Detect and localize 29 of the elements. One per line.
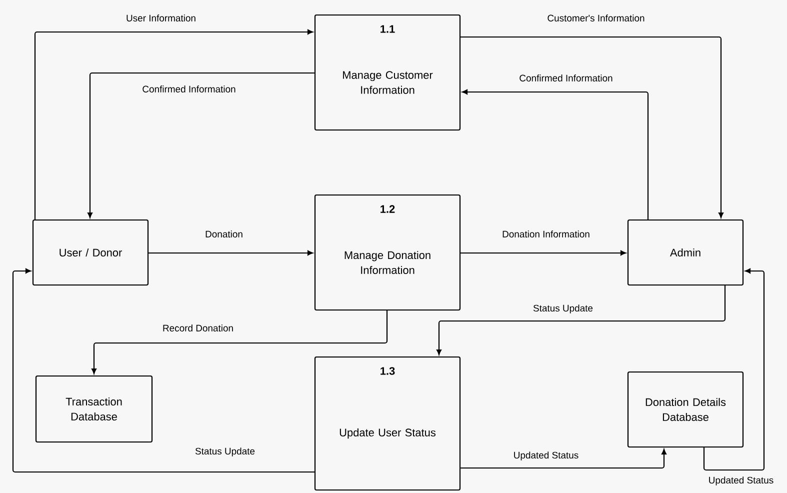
- edge-label: Donation Information: [501, 230, 591, 238]
- arrow: [703, 268, 765, 471]
- arrow: [460, 448, 667, 469]
- edge-label: User Information: [125, 14, 197, 22]
- entity-box: Admin: [627, 219, 744, 286]
- arrow: [148, 250, 314, 256]
- entity-box: User / Donor: [32, 219, 149, 286]
- data-store-box: Donation Details Database: [627, 371, 744, 448]
- edge-label: Updated Status: [707, 476, 775, 486]
- edge-label: Status Update: [194, 446, 256, 458]
- edge-label: Confirmed Information: [141, 84, 237, 94]
- arrow: [34, 29, 314, 220]
- process-box: 1.2 Manage Donation Information: [314, 194, 461, 311]
- edge-label: Updated Status: [512, 450, 580, 462]
- data-store-box: Transaction Database: [35, 375, 153, 443]
- arrow: [87, 72, 314, 218]
- arrow: [436, 286, 726, 355]
- edge-label: Donation: [204, 230, 244, 238]
- arrow: [91, 310, 388, 374]
- arrow: [460, 36, 724, 218]
- edge-label: Record Donation: [162, 324, 235, 332]
- process-box: 1.3 Update User Status: [314, 356, 461, 491]
- edge-label: Confirmed Information: [518, 74, 614, 82]
- arrow: [12, 268, 314, 473]
- arrow: [462, 89, 649, 220]
- edge-label: Status Update: [532, 304, 594, 314]
- edge-label: Customer's Information: [546, 14, 646, 22]
- process-box: 1.1 Manage Customer Information: [314, 14, 461, 131]
- arrow: [460, 250, 626, 256]
